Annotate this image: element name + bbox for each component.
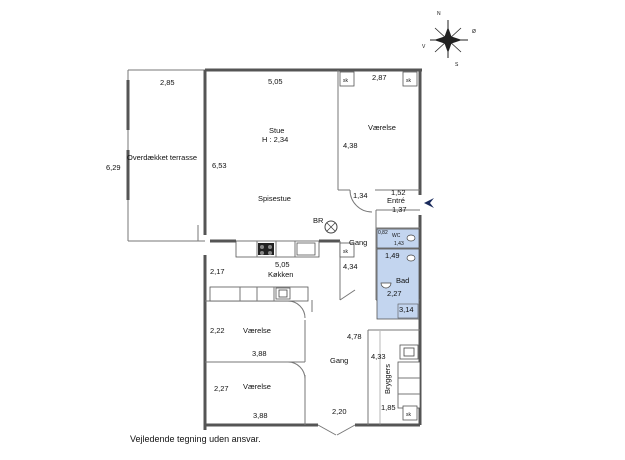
kokken-width: 5,05 (275, 260, 290, 269)
room-labels: 2,85 6,29 Overdækket terrasse 5,05 6,53 … (106, 73, 414, 420)
vaerelse-top-width: 2,87 (372, 73, 387, 82)
vaerelse-top-name: Værelse (368, 123, 396, 132)
wc-dim-a: 0,82 (378, 230, 388, 236)
closets: sk sk sk sk (339, 71, 418, 421)
bryggers-width: 1,85 (381, 403, 396, 412)
gang-lower-width: 2,20 (332, 407, 347, 416)
entre-name: Entré (387, 196, 405, 205)
entre-height: 1,37 (392, 205, 407, 214)
terrace-name: Overdækket terrasse (127, 153, 197, 162)
gang-upper-name: Gang (349, 238, 367, 247)
entre-width: 1,52 (391, 188, 406, 197)
bad-name: Bad (396, 276, 409, 285)
compass-rose: N V Ø S (422, 11, 476, 68)
bad-dim-b: 2,27 (387, 289, 402, 298)
closet-label: sk (406, 412, 412, 418)
compass-east: Ø (472, 29, 476, 35)
stue-name: Stue (269, 126, 284, 135)
compass-west: V (422, 44, 426, 50)
vaerelse-low-name: Værelse (243, 382, 271, 391)
spisestue-name: Spisestue (258, 194, 291, 203)
wc-name: WC (392, 233, 401, 239)
compass-south: S (455, 62, 459, 68)
chimney-br: BR (313, 216, 338, 234)
vaerelse-mid-name: Værelse (243, 326, 271, 335)
bad-dim-c: 3,14 (399, 305, 414, 314)
terrace-height: 6,29 (106, 163, 121, 172)
vaerelse-top-height: 4,38 (343, 141, 358, 150)
gang-lower-height: 4,78 (347, 332, 362, 341)
wet-rooms (376, 228, 420, 320)
disclaimer-text: Vejledende tegning uden ansvar. (130, 434, 261, 444)
entrance-arrow-icon (424, 198, 434, 208)
gang-upper-dim-b: 4,34 (343, 262, 358, 271)
terrace-outline (126, 69, 205, 242)
closet-label: sk (343, 78, 349, 84)
kitchen-counters (209, 240, 320, 302)
gang-lower-name: Gang (330, 356, 348, 365)
utility-fixtures (379, 331, 421, 425)
bryggers-height: 4,33 (371, 352, 386, 361)
bad-dim-a: 1,49 (385, 251, 400, 260)
vaerelse-mid-height: 2,22 (210, 326, 225, 335)
bryggers-name: Bryggers (383, 364, 392, 394)
vaerelse-low-height: 2,27 (214, 384, 229, 393)
kokken-name: Køkken (268, 270, 293, 279)
stue-height: 6,53 (212, 161, 227, 170)
gang-upper-dim-a: 1,34 (353, 191, 368, 200)
vaerelse-mid-width: 3,88 (252, 349, 267, 358)
terrace-width: 2,85 (160, 78, 175, 87)
stue-width: 5,05 (268, 77, 283, 86)
compass-north: N (437, 11, 441, 17)
br-label: BR (313, 216, 324, 225)
stue-ceiling: H : 2,34 (262, 135, 288, 144)
closet-label: sk (406, 78, 412, 84)
wc-dim-b: 1,43 (394, 241, 404, 247)
closet-label: sk (343, 249, 349, 255)
vaerelse-low-width: 3,88 (253, 411, 268, 420)
kokken-height: 2,17 (210, 267, 225, 276)
